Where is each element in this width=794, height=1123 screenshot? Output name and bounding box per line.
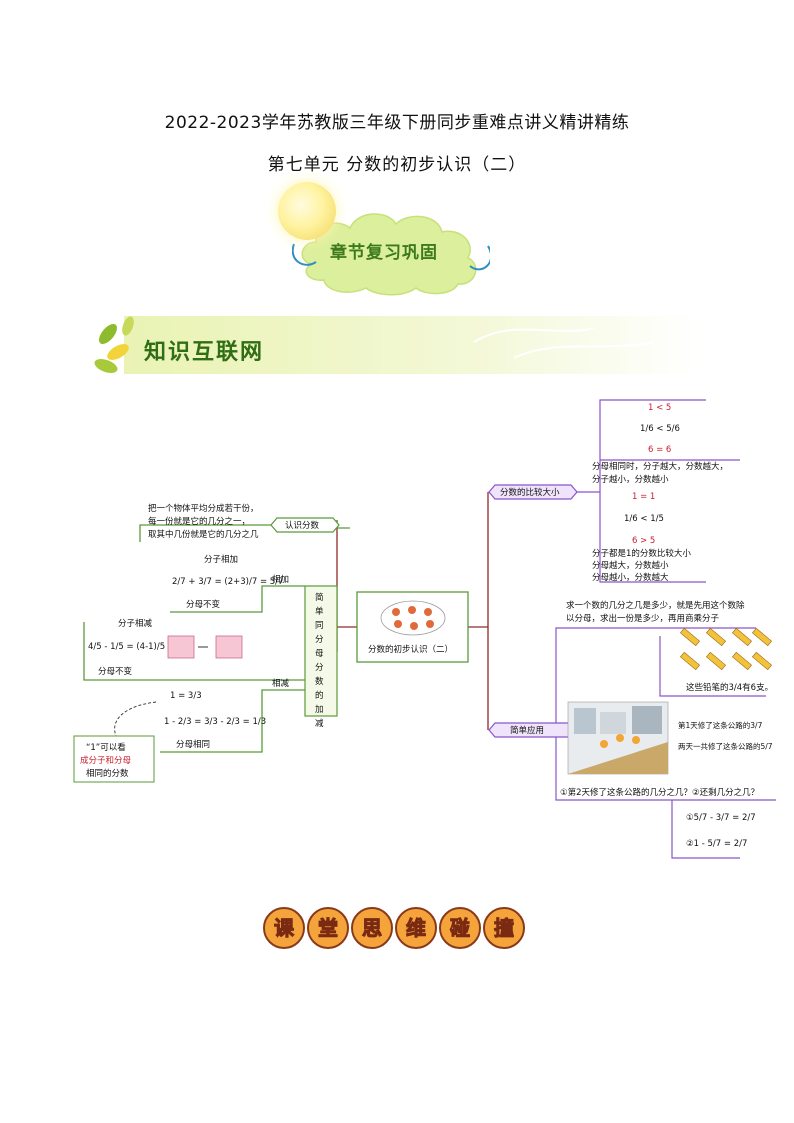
center-label: 分数的初步认识（二） <box>368 644 453 655</box>
cmp-ex1-bottom: 6 = 6 <box>648 445 671 455</box>
review-cloud-badge <box>292 213 490 296</box>
section-banner-label: 知识互联网 <box>144 340 265 365</box>
footer-char-5: 碰 <box>450 916 470 940</box>
cmp-ex1-top: 1 < 5 <box>648 403 671 413</box>
addsub-label-char: 同 <box>315 621 324 631</box>
recognize-node <box>270 517 340 533</box>
cmp-rule2-1: 分子都是1的分数比较大小 <box>592 548 691 559</box>
cmp-ex1-mid: 1/6 < 5/6 <box>640 424 680 434</box>
add-tag: 相加 <box>272 574 289 585</box>
addsub-label-char: 母 <box>315 649 324 659</box>
recognize-desc-2: 每一份就是它的几分之一， <box>148 516 250 527</box>
addsub-label-char: 单 <box>315 606 324 617</box>
unit-subtitle: 第七单元 分数的初步认识（二） <box>267 155 527 175</box>
fraction-block-before <box>167 635 195 659</box>
addsub-label-chars: 简单同 分母分 数的加 减 <box>315 592 324 729</box>
apply-desc-1: 求一个数的几分之几是多少，就是先用这个数除 <box>566 600 745 611</box>
cmp-ex2-mid: 1/6 < 1/5 <box>624 514 664 524</box>
sun-icon <box>278 182 336 240</box>
note-box <box>73 735 155 783</box>
sub-tag: 相减 <box>272 678 290 689</box>
addsub-label-char: 数 <box>315 676 324 687</box>
one-line1: 1 = 3/3 <box>170 691 202 701</box>
apply-label: 简单应用 <box>510 725 544 736</box>
dashed-arrow <box>114 701 157 737</box>
footer-char-2: 堂 <box>318 916 338 940</box>
addsub-label-char: 加 <box>315 704 324 715</box>
note-line-1: “1”可以看 <box>86 742 126 753</box>
footer-char-6: 撞 <box>494 916 514 940</box>
note-line-2: 成分子和分母 <box>80 755 131 766</box>
compare-node <box>488 484 578 500</box>
note-line-3: 相同的分数 <box>86 768 129 779</box>
answer-2: ②1 - 5/7 = 2/7 <box>686 839 747 849</box>
road-question: ①第2天修了这条公路的几分之几？②还剩几分之几？ <box>560 787 759 798</box>
pencil-caption: 这些铅笔的3/4有6支。 <box>686 682 773 693</box>
footer-char-3: 思 <box>362 916 382 940</box>
cmp-ex2-bottom: 6 > 5 <box>632 536 655 546</box>
sub-bottom-note: 分母不变 <box>98 666 133 677</box>
apply-desc-2: 以分母，求出一份是多少，再用商乘分子 <box>566 613 720 624</box>
review-badge-label: 章节复习巩固 <box>330 243 438 263</box>
add-formula: 2/7 + 3/7 = (2+3)/7 = 5/7 <box>172 577 283 587</box>
cmp-rule1-2: 分子越小，分数越小 <box>592 474 669 485</box>
sub-formula: 4/5 - 1/5 = (4-1)/5 = 3/5 <box>88 642 191 652</box>
addsub-label-char: 分 <box>315 635 324 645</box>
road-line-2: 两天一共修了这条公路的5/7 <box>678 741 773 751</box>
compare-label: 分数的比较大小 <box>500 487 560 498</box>
addsub-label-char: 分 <box>315 663 324 673</box>
recognize-desc-1: 把一个物体平均分成若干份， <box>148 503 259 514</box>
addsub-label-char: 减 <box>315 718 324 729</box>
document-title: 2022-2023学年苏教版三年级下册同步重难点讲义精讲精练 <box>164 113 630 133</box>
addsub-label-char: 简 <box>315 592 324 603</box>
footer-char-1: 课 <box>274 916 295 940</box>
section-banner <box>94 316 698 374</box>
answer-1: ①5/7 - 3/7 = 2/7 <box>686 813 756 823</box>
recognize-desc-3: 取其中几份就是它的几分之几 <box>148 529 259 540</box>
addsub-node <box>304 585 338 717</box>
add-bottom-note: 分母不变 <box>186 599 221 610</box>
sub-top-note: 分子相减 <box>118 618 153 629</box>
cmp-rule2-2: 分母越大，分数越小 <box>592 560 669 571</box>
one-line2: 1 - 2/3 = 3/3 - 2/3 = 1/3 <box>164 717 266 727</box>
add-top-note: 分子相加 <box>204 554 238 565</box>
one-bottom-note: 分母相同 <box>176 739 210 750</box>
pencils-icon <box>679 627 773 671</box>
recognize-label: 认识分数 <box>285 520 320 531</box>
road-line-1: 第1天修了这条公路的3/7 <box>678 720 763 730</box>
cmp-rule1-1: 分母相同时，分子越大，分数越大， <box>592 461 728 472</box>
footer-char-4: 维 <box>406 916 426 940</box>
fraction-block-after <box>215 635 243 659</box>
addsub-label-char: 的 <box>315 690 324 701</box>
cmp-rule2-3: 分母越小，分数越大 <box>592 572 669 583</box>
road-construction-image <box>567 701 669 775</box>
footer-banner: 课 堂 思 维 碰 撞 <box>263 907 525 949</box>
cmp-ex2-top: 1 = 1 <box>632 492 655 502</box>
